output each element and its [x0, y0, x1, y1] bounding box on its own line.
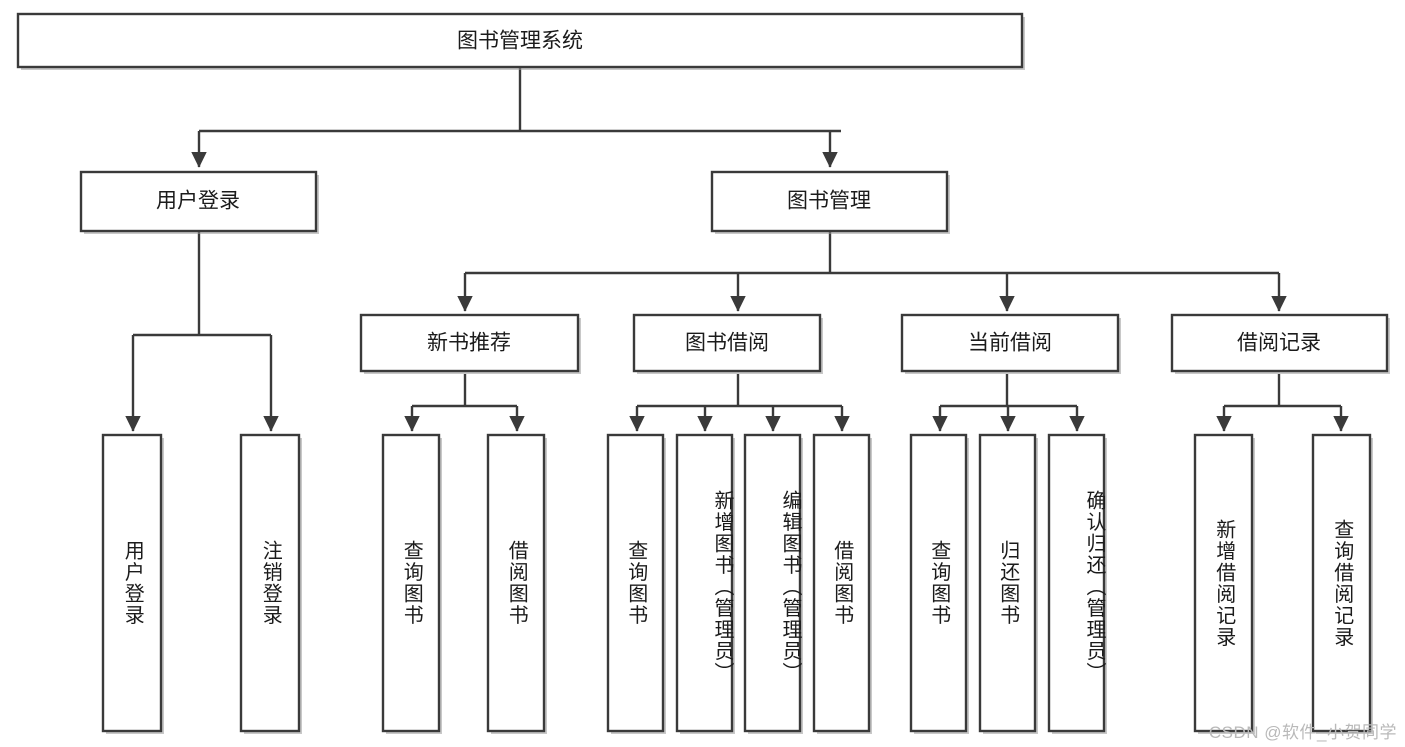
edge-group-book-borrow-children	[629, 374, 850, 432]
leaf-node-add-borrow-record[interactable]	[1193, 433, 1255, 734]
node-current-borrow-label: 当前借阅	[968, 332, 1052, 355]
leaf-node-edit-book-admin[interactable]	[743, 433, 803, 734]
node-borrow-record[interactable]: 借阅记录	[1170, 313, 1390, 374]
node-new-book-recommend[interactable]: 新书推荐	[359, 313, 581, 374]
leaf-group-user-login	[101, 433, 302, 734]
leaf-node-return-book[interactable]	[978, 433, 1038, 734]
node-book-management-label: 图书管理	[787, 190, 871, 213]
edge-group-root-to-level2	[191, 67, 841, 168]
leaf-node-borrow-book-nbr[interactable]	[486, 433, 547, 734]
node-book-borrow-label: 图书借阅	[685, 332, 769, 355]
leaf-node-confirm-return-admin[interactable]	[1047, 433, 1107, 734]
leaf-node-logout[interactable]	[239, 433, 302, 734]
node-current-borrow[interactable]: 当前借阅	[900, 313, 1121, 374]
leaf-node-user-login[interactable]	[101, 433, 164, 734]
edge-group-current-borrow-children	[932, 374, 1085, 432]
leaf-node-query-book-bb[interactable]	[606, 433, 666, 734]
node-borrow-record-label: 借阅记录	[1237, 332, 1321, 355]
edge-group-user-login-children	[125, 231, 279, 432]
leaf-node-query-borrow-record[interactable]	[1311, 433, 1373, 734]
leaf-group-current-borrow	[909, 433, 1107, 734]
leaf-node-add-book-admin[interactable]	[675, 433, 735, 734]
edge-group-new-book-recommend-children	[404, 374, 525, 432]
leaf-node-borrow-book-bb[interactable]	[812, 433, 872, 734]
node-root[interactable]: 图书管理系统	[16, 12, 1025, 70]
node-user-login-label: 用户登录	[156, 190, 240, 213]
leaf-node-query-book-cb[interactable]	[909, 433, 969, 734]
edge-group-borrow-record-children	[1216, 374, 1349, 432]
leaf-group-new-book-recommend	[381, 433, 547, 734]
node-book-management[interactable]: 图书管理	[710, 170, 950, 234]
leaf-group-borrow-record	[1193, 433, 1373, 734]
leaf-node-query-book-nbr[interactable]	[381, 433, 442, 734]
watermark-text: CSDN @软件_小贺同学	[1208, 723, 1397, 742]
node-new-book-recommend-label: 新书推荐	[427, 332, 511, 355]
edge-group-book-mgmt-children	[457, 231, 1287, 312]
node-book-borrow[interactable]: 图书借阅	[632, 313, 823, 374]
node-user-login[interactable]: 用户登录	[79, 170, 319, 234]
leaf-group-book-borrow	[606, 433, 872, 734]
node-root-label: 图书管理系统	[457, 30, 583, 53]
